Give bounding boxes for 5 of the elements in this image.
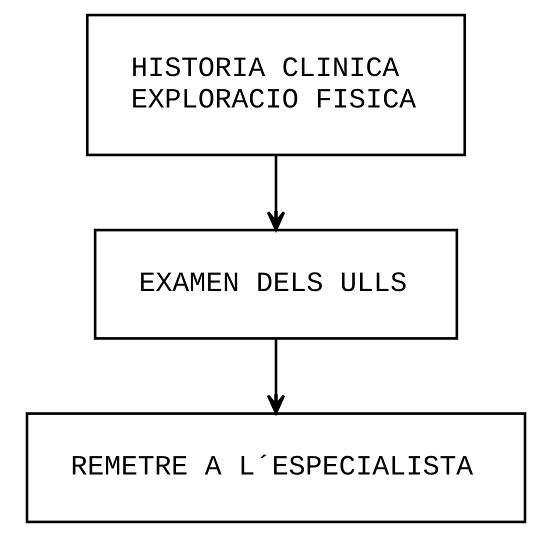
arrow	[266, 338, 285, 414]
arrow	[266, 155, 285, 232]
node-box: REMETRE A L´ESPECIALISTA	[25, 412, 526, 524]
node-box: HISTORIA CLINICA EXPLORACIO FISICA	[85, 14, 466, 156]
node-box: EXAMEN DELS ULLS	[93, 228, 458, 340]
